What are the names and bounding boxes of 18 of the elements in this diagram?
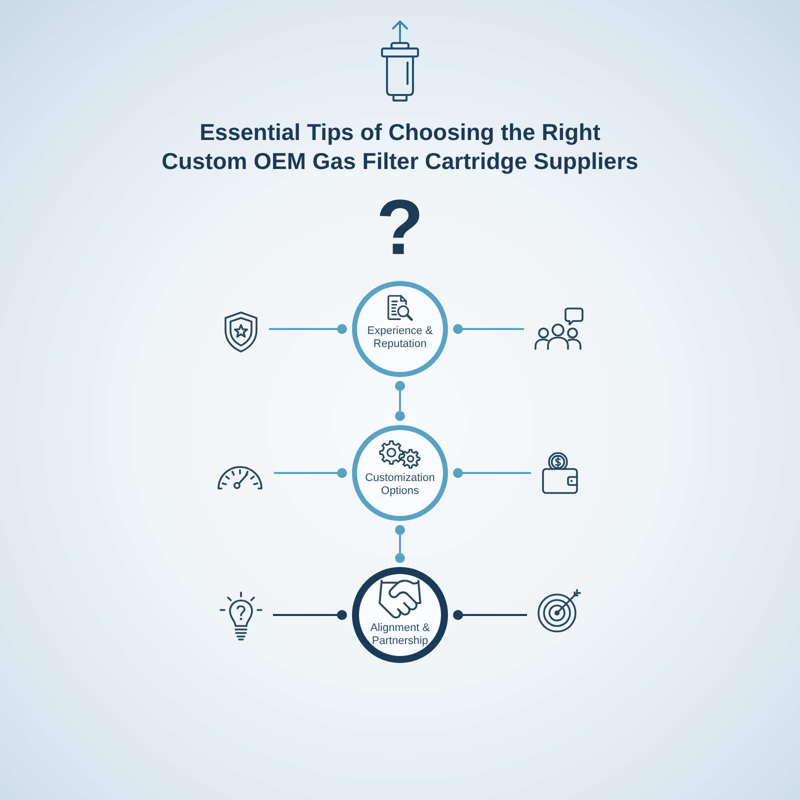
people-speech-bubble-icon (534, 307, 584, 351)
lightbulb-question-icon (219, 591, 263, 641)
connector-line (395, 525, 405, 563)
connector-line (395, 381, 405, 421)
connector-line (453, 610, 527, 620)
target-arrow-icon (537, 589, 583, 633)
node-label: Experience & Reputation (366, 325, 434, 351)
node-label: Customization Options (364, 472, 436, 498)
node-label: Alignment & Partnership (369, 622, 431, 648)
title: Essential Tips of Choosing the Right Custom OEM Gas Filter Cartridge Suppliers (160, 118, 640, 176)
connector-line (274, 468, 347, 478)
connector-line (273, 610, 347, 620)
wallet-coin-icon (541, 451, 579, 495)
shield-star-icon (223, 311, 259, 353)
connector-line (453, 324, 524, 334)
question-mark: ? (376, 188, 424, 266)
connector-line (269, 324, 347, 334)
connector-line (453, 468, 531, 478)
